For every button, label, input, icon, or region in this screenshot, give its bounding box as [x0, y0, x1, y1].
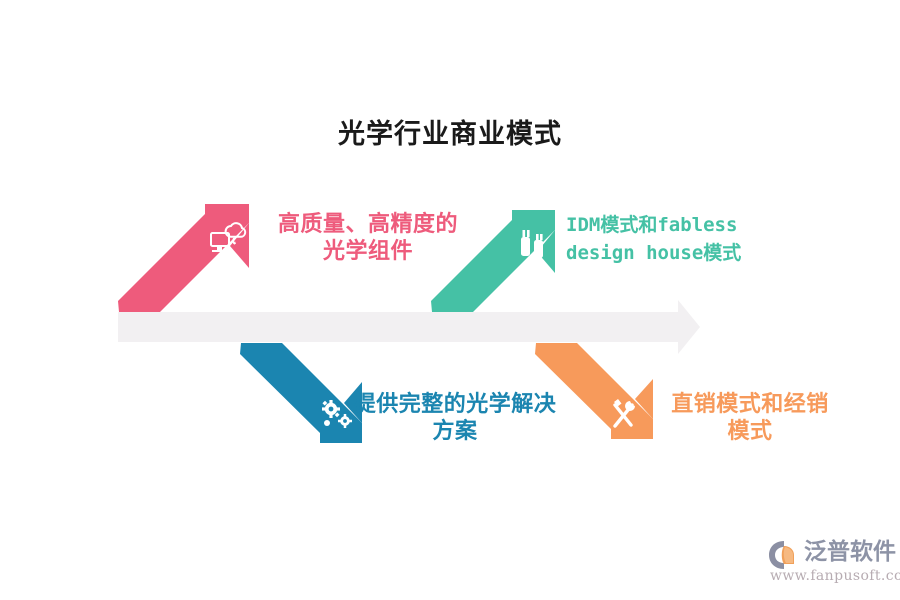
branch-arrow-2[interactable] [431, 210, 555, 312]
wrench-screwdriver-icon [613, 399, 635, 428]
branch-arrow-1[interactable] [118, 204, 249, 312]
branch-label-2: IDM模式和fabless design house模式 [566, 214, 742, 264]
branch-label-4: 直销模式和经销 模式 [671, 392, 829, 444]
branch-label-1: 高质量、高精度的 光学组件 [277, 212, 458, 264]
usb-devices-icon [521, 230, 543, 258]
branch-label-3: 提供完整的光学解决 方案 [353, 392, 557, 444]
fanpu-logo-icon [769, 541, 794, 569]
monitor-cloud-icon [210, 222, 247, 252]
branch-arrow-4[interactable] [535, 343, 653, 439]
logo-wordmark: 泛普软件 [804, 539, 896, 565]
page-title: 光学行业商业模式 [338, 119, 562, 150]
logo-url: www.fanpusoft.com [770, 568, 900, 584]
watermark-logo: 泛普软件 www.fanpusoft.com [768, 538, 900, 590]
branch-arrow-3[interactable] [240, 343, 362, 443]
gears-icon [322, 400, 353, 429]
main-arrow [118, 300, 700, 354]
